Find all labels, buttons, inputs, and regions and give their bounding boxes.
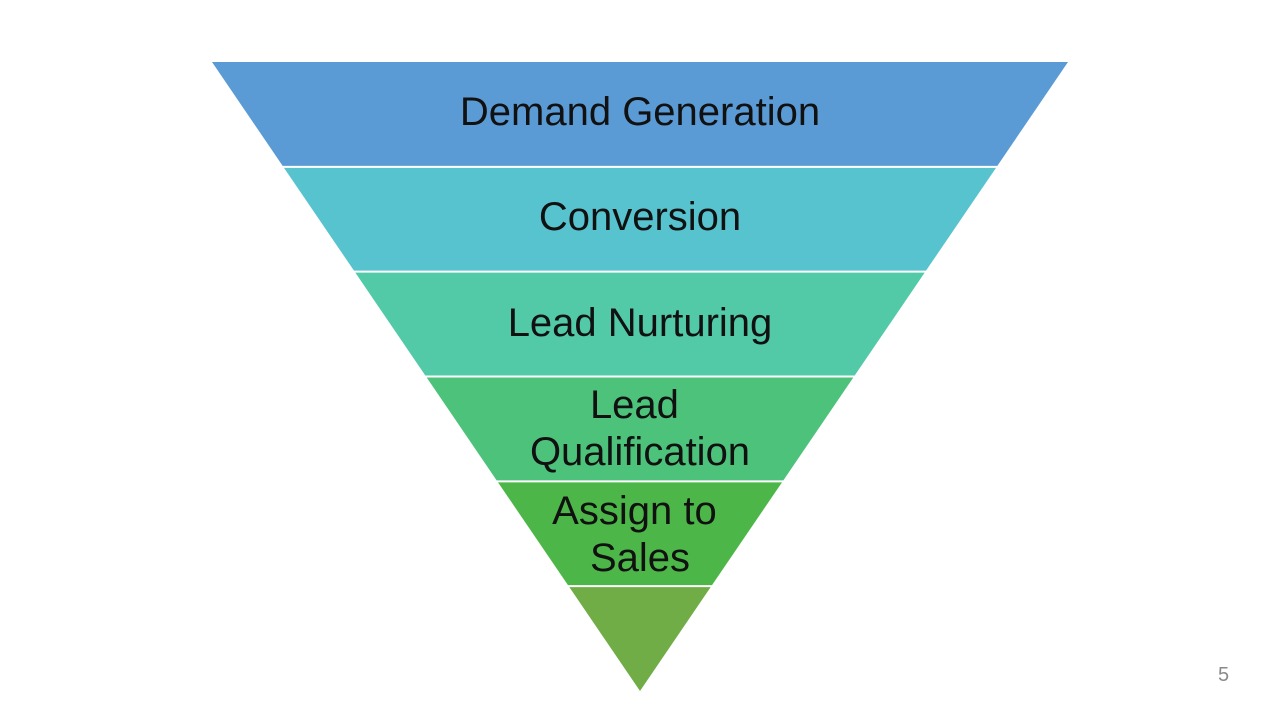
label-line: Conversion — [539, 195, 741, 239]
label-line: Qualification — [530, 430, 750, 474]
label-line: Assign to — [552, 489, 717, 533]
funnel-stage-1 — [212, 62, 1068, 166]
label-line: Lead Nurturing — [508, 301, 773, 345]
funnel-stage-2 — [284, 167, 996, 271]
stage-label-assign-to-sales: Assign to Sales — [552, 489, 728, 580]
label-line: Sales — [590, 536, 690, 580]
stage-label-lead-nurturing: Lead Nurturing — [508, 301, 773, 345]
funnel-stage-4 — [426, 377, 854, 481]
page-number: 5 — [1218, 664, 1230, 686]
funnel-stage-5 — [498, 482, 782, 586]
stage-label-conversion: Conversion — [539, 195, 741, 239]
stage-label-demand-generation: Demand Generation — [460, 90, 820, 134]
stage-label-lead-qualification: Lead Qualification — [530, 383, 750, 474]
funnel-stage-3 — [355, 272, 925, 376]
label-line: Demand Generation — [460, 90, 820, 134]
label-line: Lead — [590, 383, 679, 427]
funnel-stage-6 — [569, 587, 711, 691]
